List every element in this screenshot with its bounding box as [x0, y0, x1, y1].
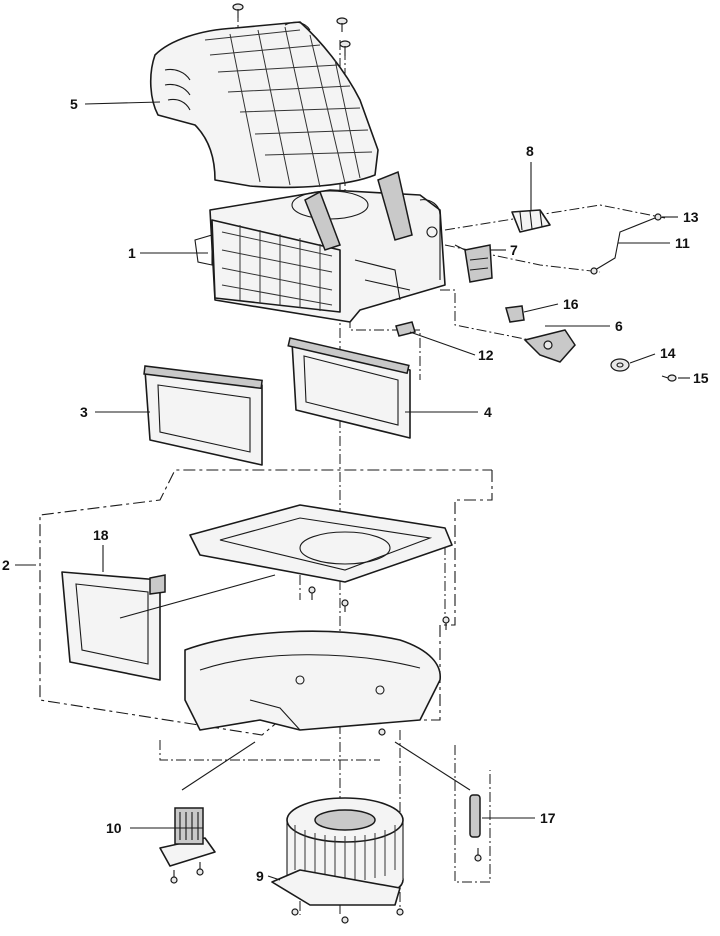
part-2-scroll-housing: [184, 630, 441, 736]
part-labels: 1 2 3 4 5 6 7 8 9 10 11 12 13 14 15 16 1…: [2, 96, 709, 884]
label-part-10: 10: [106, 820, 122, 836]
label-part-9: 9: [256, 868, 264, 884]
part-6-lever-plate: [523, 329, 576, 363]
part-16-clip: [505, 305, 525, 323]
part-10-blower-resistor: [159, 807, 216, 884]
part-11-link-rod: [590, 213, 662, 275]
top-screws: [232, 3, 351, 56]
part-3-filter: [143, 365, 263, 466]
label-part-4: 4: [484, 404, 492, 420]
label-part-15: 15: [693, 370, 709, 386]
part-12-clip: [395, 321, 416, 337]
leader-lines: [15, 101, 690, 881]
screw-icon: [339, 40, 351, 56]
label-part-12: 12: [478, 347, 494, 363]
part-4-filter: [287, 337, 411, 439]
label-part-3: 3: [80, 404, 88, 420]
label-part-6: 6: [615, 318, 623, 334]
label-part-1: 1: [128, 245, 136, 261]
label-part-8: 8: [526, 143, 534, 159]
label-part-7: 7: [510, 242, 518, 258]
part-15-screw: [661, 374, 677, 382]
label-part-14: 14: [660, 345, 676, 361]
label-part-5: 5: [70, 96, 78, 112]
label-part-16: 16: [563, 296, 579, 312]
screw-icon: [232, 3, 244, 18]
part-7-connector: [454, 244, 493, 283]
part-9-blower-motor: [271, 797, 404, 924]
part-14-washer: [610, 358, 630, 372]
part-8-actuator: [511, 209, 551, 233]
part-2-cover-frame: [189, 504, 453, 630]
label-part-18: 18: [93, 527, 109, 543]
label-part-11: 11: [675, 235, 690, 251]
screw-icon: [336, 17, 348, 32]
label-part-17: 17: [540, 810, 556, 826]
part-1-blower-housing: [194, 170, 446, 323]
part-17-seal: [469, 794, 482, 862]
part-5-air-inlet-duct: [149, 21, 379, 189]
part-18-gasket: [61, 571, 166, 681]
label-part-2: 2: [2, 557, 10, 573]
label-part-13: 13: [683, 209, 699, 225]
